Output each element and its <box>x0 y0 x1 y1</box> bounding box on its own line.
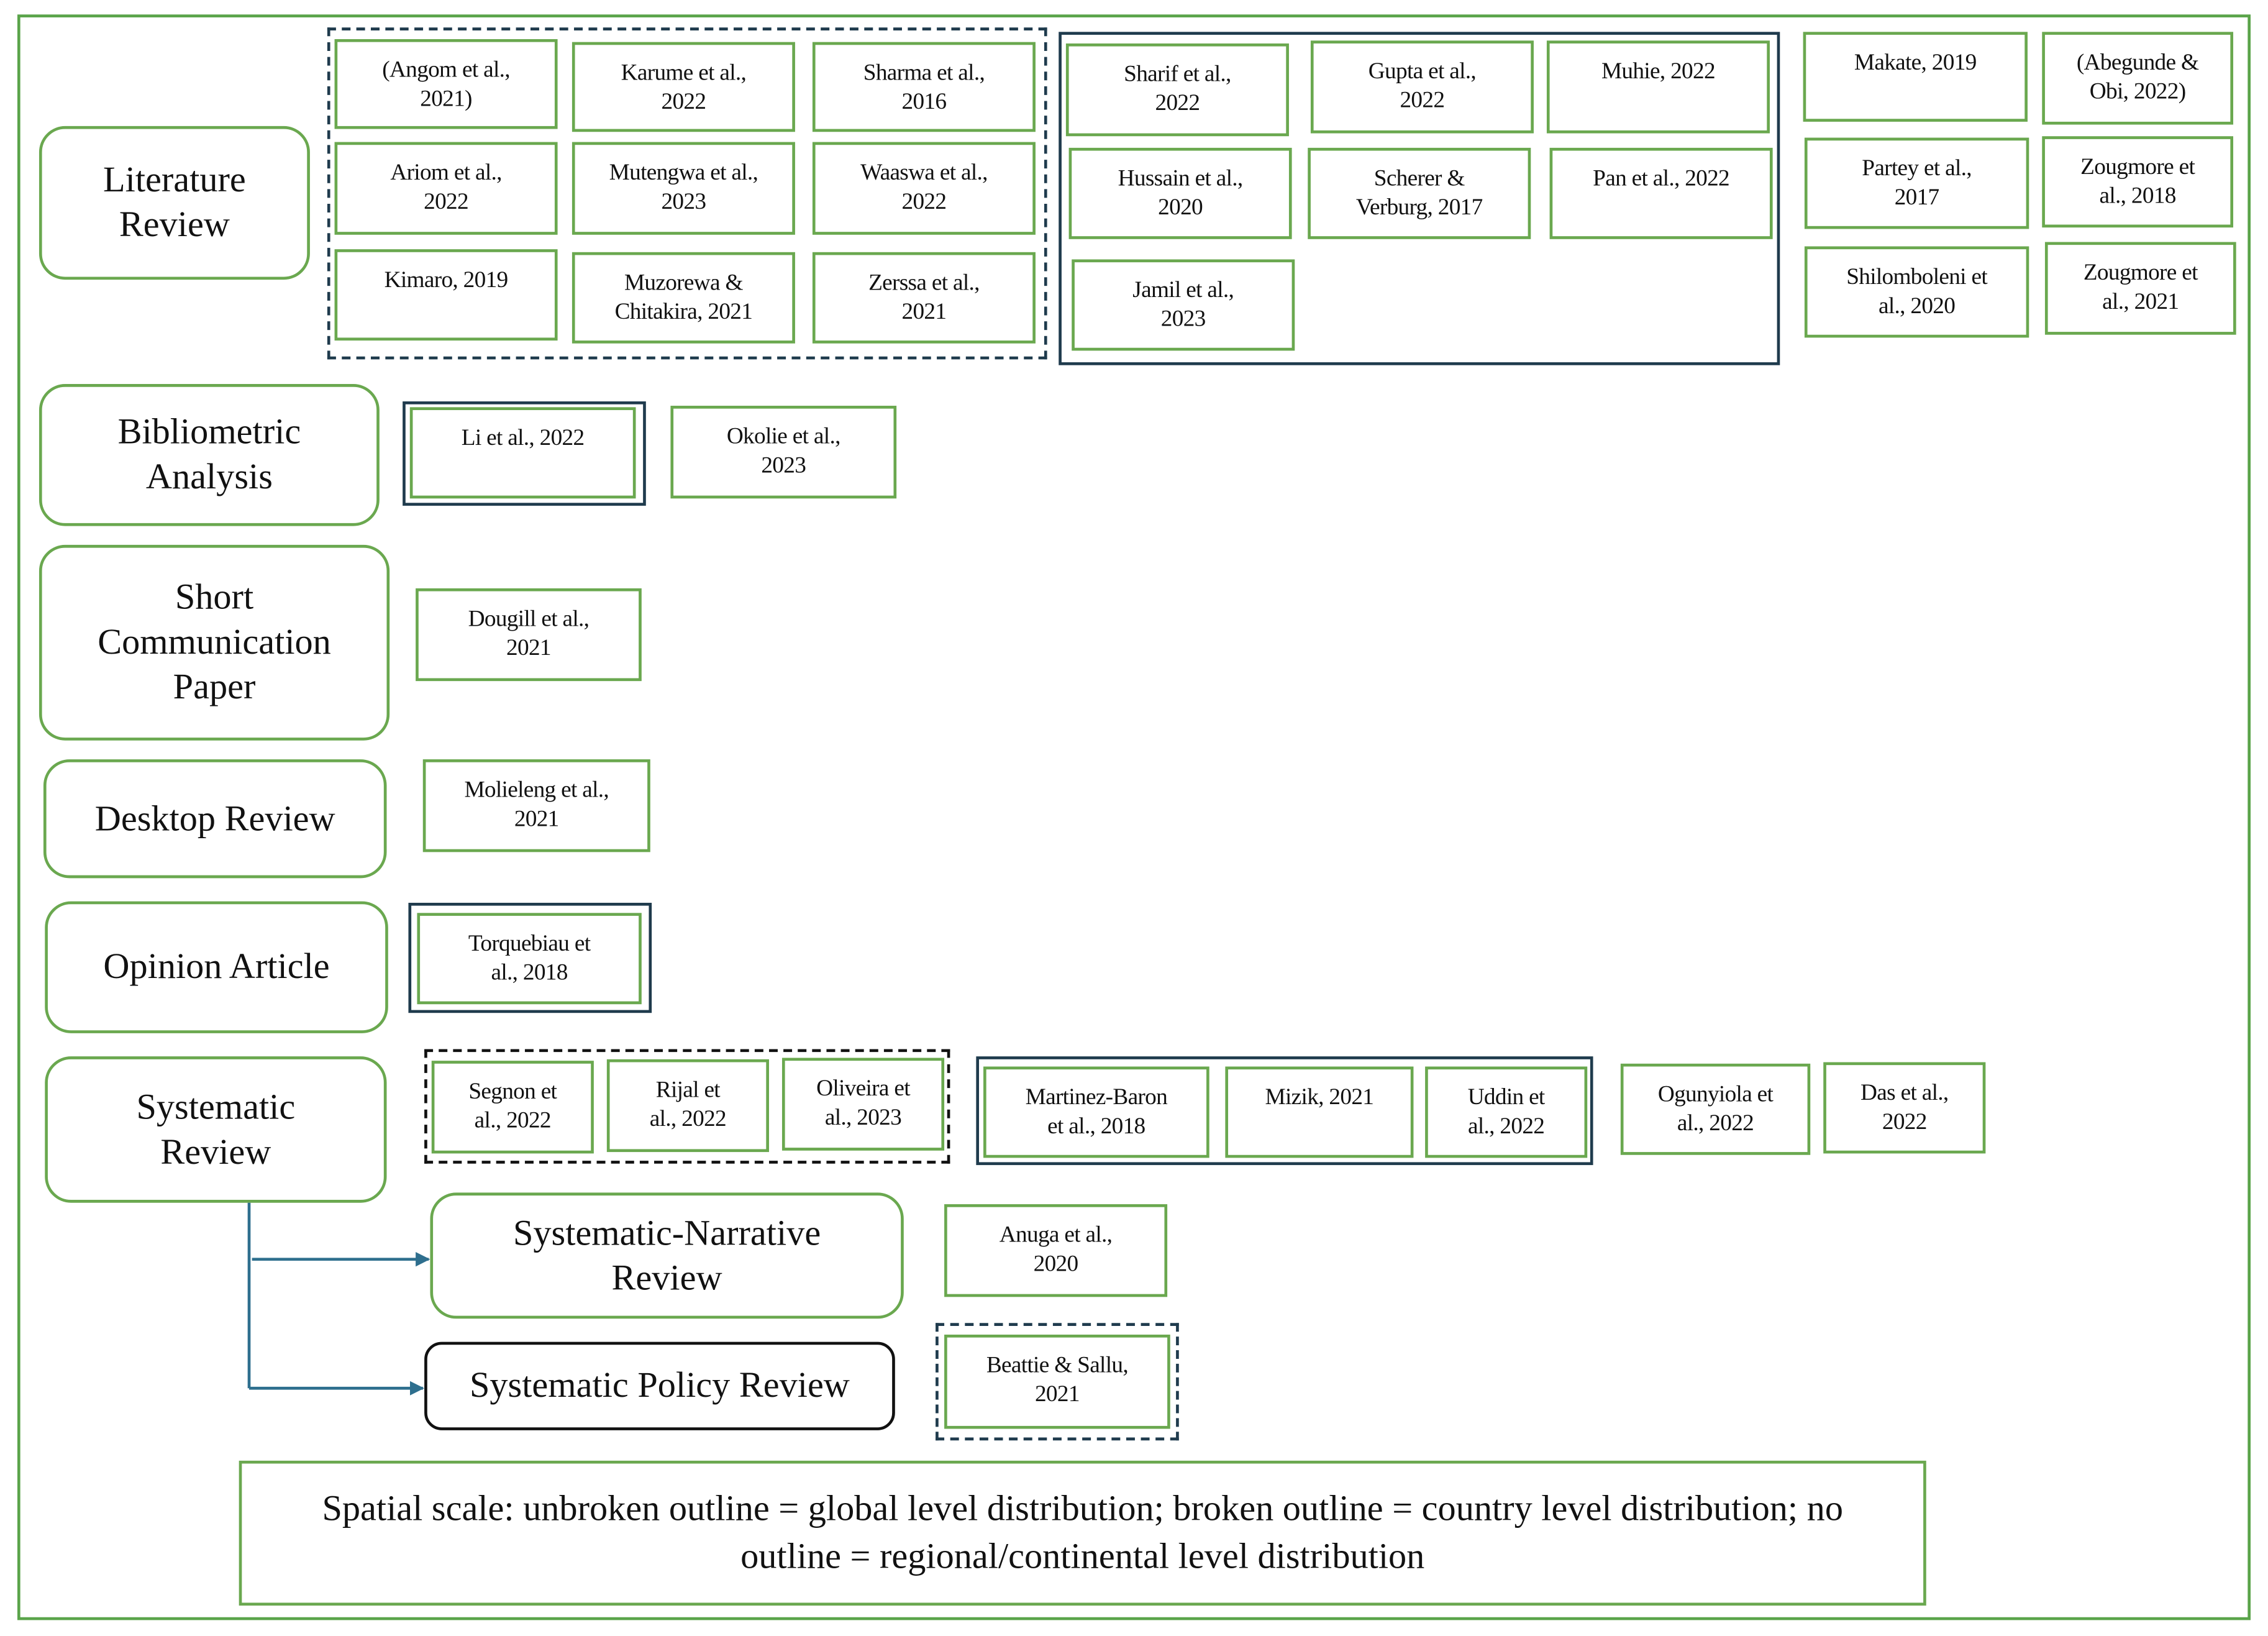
ref-kimaro-2019: Kimaro, 2019 <box>334 249 558 341</box>
ref-sharma-2016: Sharma et al., 2016 <box>812 42 1036 132</box>
group-bibliometric-global <box>403 401 646 506</box>
ref-abegunde-2022: (Abegunde & Obi, 2022) <box>2042 32 2234 125</box>
ref-waaswa-2022: Waaswa et al., 2022 <box>812 142 1036 235</box>
ref-das-2022: Das et al., 2022 <box>1823 1062 1986 1154</box>
group-systematic-country <box>424 1049 950 1164</box>
ref-torquebiau-2018: Torquebiau et al., 2018 <box>417 913 642 1005</box>
ref-sharif-2022: Sharif et al., 2022 <box>1065 43 1289 137</box>
ref-martinez-baron-2018: Martinez-Baron et al., 2018 <box>983 1066 1209 1158</box>
ref-molieleng-2021: Molieleng et al., 2021 <box>422 759 650 852</box>
ref-zougmore-2018: Zougmore et al., 2018 <box>2042 136 2234 228</box>
ref-ogunyiola-2022: Ogunyiola et al., 2022 <box>1620 1063 1811 1155</box>
ref-muhie-2022: Muhie, 2022 <box>1546 40 1770 134</box>
ref-partey-2017: Partey et al., 2017 <box>1804 137 2029 229</box>
ref-oliveira-2023: Oliveira et al., 2023 <box>781 1058 945 1151</box>
ref-jamil-2023: Jamil et al., 2023 <box>1072 259 1295 351</box>
ref-pan-2022: Pan et al., 2022 <box>1549 147 1773 239</box>
ref-ariom-2022: Ariom et al., 2022 <box>334 142 558 235</box>
category-systematic-policy-review: Systematic Policy Review <box>424 1341 895 1430</box>
ref-zerssa-2021: Zerssa et al., 2021 <box>812 252 1036 344</box>
ref-muzorewa-2021: Muzorewa & Chitakira, 2021 <box>572 252 795 344</box>
category-opinion-article: Opinion Article <box>45 901 388 1033</box>
category-literature-review: Literature Review <box>39 126 310 280</box>
category-short-communication-paper: Short Communication Paper <box>39 544 390 741</box>
ref-uddin-2022: Uddin et al., 2022 <box>1425 1066 1588 1158</box>
ref-angom-2021: (Angom et al., 2021) <box>334 39 558 129</box>
category-bibliometric-analysis: Bibliometric Analysis <box>39 384 380 526</box>
ref-mutengwa-2023: Mutengwa et al., 2023 <box>572 142 795 235</box>
group-policy-country <box>936 1323 1179 1441</box>
ref-hussain-2020: Hussain et al., 2020 <box>1068 147 1292 239</box>
group-systematic-global <box>976 1056 1593 1166</box>
ref-segnon-2022: Segnon et al., 2022 <box>431 1061 594 1154</box>
ref-li-2022: Li et al., 2022 <box>409 407 636 499</box>
group-literature-country <box>327 27 1047 360</box>
ref-beattie-2021: Beattie & Sallu, 2021 <box>944 1334 1170 1429</box>
ref-zougmore-2021: Zougmore et al., 2021 <box>2044 242 2236 335</box>
ref-karume-2022: Karume et al., 2022 <box>572 42 795 132</box>
category-systematic-narrative-review: Systematic-Narrative Review <box>430 1192 904 1319</box>
ref-dougill-2021: Dougill et al., 2021 <box>416 588 642 682</box>
category-desktop-review: Desktop Review <box>43 759 387 879</box>
ref-anuga-2020: Anuga et al., 2020 <box>944 1204 1168 1297</box>
ref-gupta-2022: Gupta et al., 2022 <box>1310 40 1534 134</box>
ref-rijal-2022: Rijal et al., 2022 <box>606 1059 769 1153</box>
ref-scherer-2017: Scherer & Verburg, 2017 <box>1308 147 1531 239</box>
group-literature-global <box>1059 32 1780 365</box>
group-opinion-global <box>408 902 652 1013</box>
category-systematic-review: Systematic Review <box>45 1056 387 1203</box>
ref-shilomboleni-2020: Shilomboleni et al., 2020 <box>1804 246 2029 338</box>
legend-spatial-scale: Spatial scale: unbroken outline = global… <box>239 1460 1926 1606</box>
ref-okolie-2023: Okolie et al., 2023 <box>670 406 897 499</box>
ref-mizik-2021: Mizik, 2021 <box>1225 1066 1414 1158</box>
ref-makate-2019: Makate, 2019 <box>1803 32 2028 122</box>
outer-frame <box>17 14 2251 1620</box>
